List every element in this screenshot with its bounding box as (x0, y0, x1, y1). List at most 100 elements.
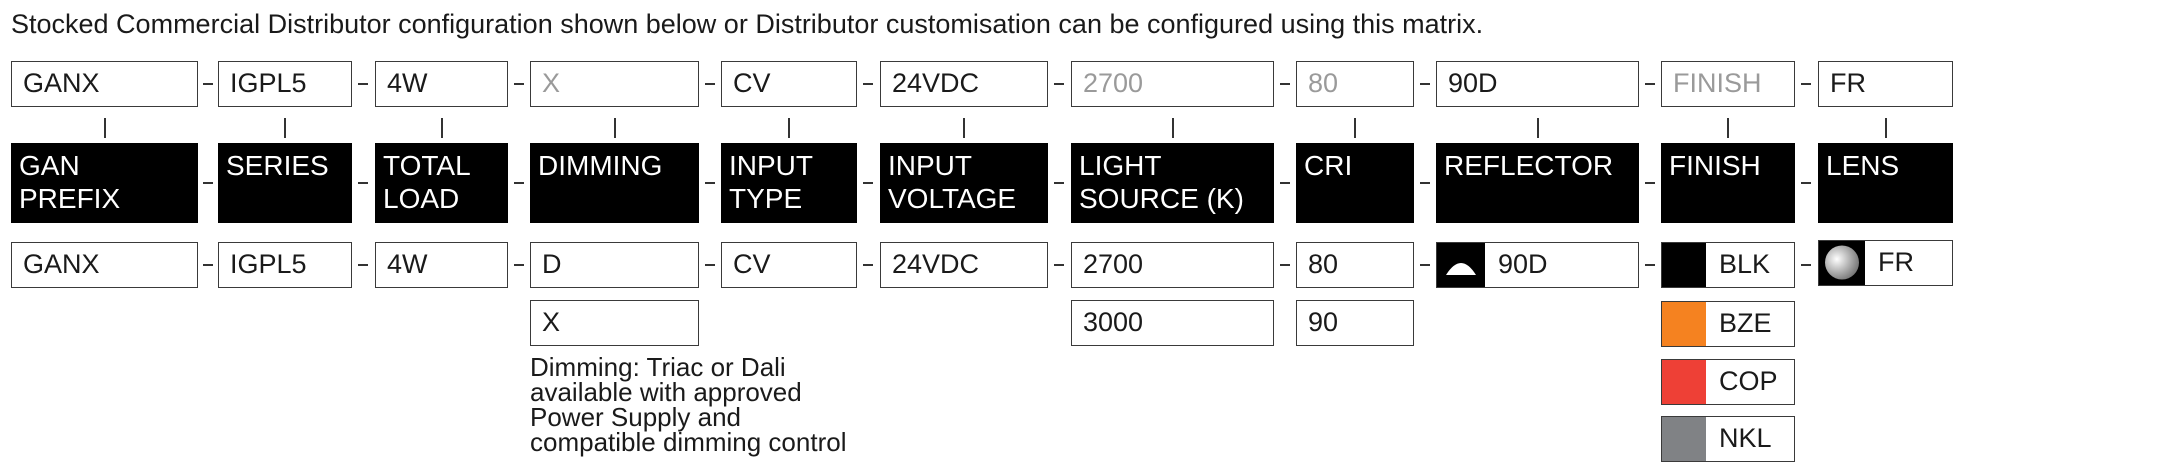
code-voltage: 24VDC (880, 61, 1048, 107)
option-load-4w[interactable]: 4W (375, 242, 508, 288)
code-load: 4W (375, 61, 508, 107)
separator (1801, 182, 1811, 184)
note-line: Power Supply and (530, 402, 742, 432)
separator (1054, 182, 1064, 184)
connector-tick (1727, 118, 1729, 138)
header-line: CRI (1304, 150, 1353, 181)
finish-label: BLK (1719, 249, 1771, 279)
header-line: LENS (1826, 150, 1900, 181)
option-reflector-90d[interactable]: 90D (1436, 242, 1639, 288)
header-line: REFLECTOR (1444, 150, 1614, 181)
color-swatch-bronze (1662, 302, 1706, 346)
separator (1420, 83, 1430, 85)
separator (358, 264, 368, 266)
separator (863, 83, 873, 85)
header-light-source: LIGHT SOURCE (K) (1071, 143, 1274, 223)
connector-tick (614, 118, 616, 138)
header-line: INPUT (729, 150, 813, 181)
header-line: TOTAL (383, 150, 471, 181)
header-line: SOURCE (K) (1079, 183, 1244, 214)
option-voltage-24vdc[interactable]: 24VDC (880, 242, 1048, 288)
header-input-type: INPUT TYPE (721, 143, 857, 223)
option-cri-90[interactable]: 90 (1296, 300, 1414, 346)
header-line: SERIES (226, 150, 329, 181)
color-swatch-black (1662, 243, 1706, 287)
connector-tick (1172, 118, 1174, 138)
connector-tick (284, 118, 286, 138)
option-finish-blk[interactable]: BLK (1661, 242, 1795, 288)
separator (863, 264, 873, 266)
option-finish-bze[interactable]: BZE (1661, 301, 1795, 347)
option-finish-nkl[interactable]: NKL (1661, 416, 1795, 462)
separator (1420, 182, 1430, 184)
connector-tick (788, 118, 790, 138)
finish-label: COP (1719, 366, 1778, 396)
code-cri: 80 (1296, 61, 1414, 107)
header-line: LIGHT (1079, 150, 1162, 181)
header-line: GAN (19, 150, 80, 181)
color-swatch-copper (1662, 360, 1706, 404)
option-cri-80[interactable]: 80 (1296, 242, 1414, 288)
code-prefix: GANX (11, 61, 198, 107)
finish-label: NKL (1719, 423, 1772, 453)
option-input-cv[interactable]: CV (721, 242, 857, 288)
note-line: Dimming: Triac or Dali (530, 352, 786, 382)
separator (705, 264, 715, 266)
separator (514, 83, 524, 85)
separator (203, 264, 213, 266)
header-line: DIMMING (538, 150, 663, 181)
connector-tick (441, 118, 443, 138)
option-series-igpl5[interactable]: IGPL5 (218, 242, 352, 288)
header-series: SERIES (218, 143, 352, 223)
finish-label: BZE (1719, 308, 1772, 338)
frosted-lens-icon (1819, 241, 1865, 285)
separator (1420, 264, 1430, 266)
code-reflector: 90D (1436, 61, 1639, 107)
separator (1801, 264, 1811, 266)
header-line: VOLTAGE (888, 183, 1017, 214)
option-finish-cop[interactable]: COP (1661, 359, 1795, 405)
separator (358, 182, 368, 184)
connector-tick (1537, 118, 1539, 138)
reflector-label: 90D (1498, 249, 1548, 279)
color-swatch-nickel (1662, 417, 1706, 461)
header-reflector: REFLECTOR (1436, 143, 1639, 223)
option-dimming-x[interactable]: X (530, 300, 699, 346)
header-line: LOAD (383, 183, 460, 214)
note-line: compatible dimming control (530, 427, 847, 457)
option-light-3000[interactable]: 3000 (1071, 300, 1274, 346)
separator (1054, 264, 1064, 266)
separator (1054, 83, 1064, 85)
header-line: FINISH (1669, 150, 1761, 181)
separator (1645, 264, 1655, 266)
code-input-type: CV (721, 61, 857, 107)
code-finish: FINISH (1661, 61, 1795, 107)
header-line: INPUT (888, 150, 972, 181)
code-series: IGPL5 (218, 61, 352, 107)
lens-label: FR (1878, 247, 1914, 277)
option-lens-fr[interactable]: FR (1818, 240, 1953, 286)
separator (514, 264, 524, 266)
header-line: TYPE (729, 183, 803, 214)
option-dimming-d[interactable]: D (530, 242, 699, 288)
header-dimming: DIMMING (530, 143, 699, 223)
connector-tick (963, 118, 965, 138)
header-cri: CRI (1296, 143, 1414, 223)
separator (358, 83, 368, 85)
separator (1280, 83, 1290, 85)
reflector-beam-icon (1437, 243, 1485, 287)
intro-text: Stocked Commercial Distributor configura… (11, 9, 1484, 39)
separator (1280, 264, 1290, 266)
option-light-2700[interactable]: 2700 (1071, 242, 1274, 288)
code-lens: FR (1818, 61, 1953, 107)
separator (863, 182, 873, 184)
separator (203, 182, 213, 184)
option-prefix-ganx[interactable]: GANX (11, 242, 198, 288)
header-line: PREFIX (19, 183, 121, 214)
separator (203, 83, 213, 85)
separator (514, 182, 524, 184)
code-light-source: 2700 (1071, 61, 1274, 107)
separator (705, 182, 715, 184)
header-finish: FINISH (1661, 143, 1795, 223)
header-lens: LENS (1818, 143, 1953, 223)
